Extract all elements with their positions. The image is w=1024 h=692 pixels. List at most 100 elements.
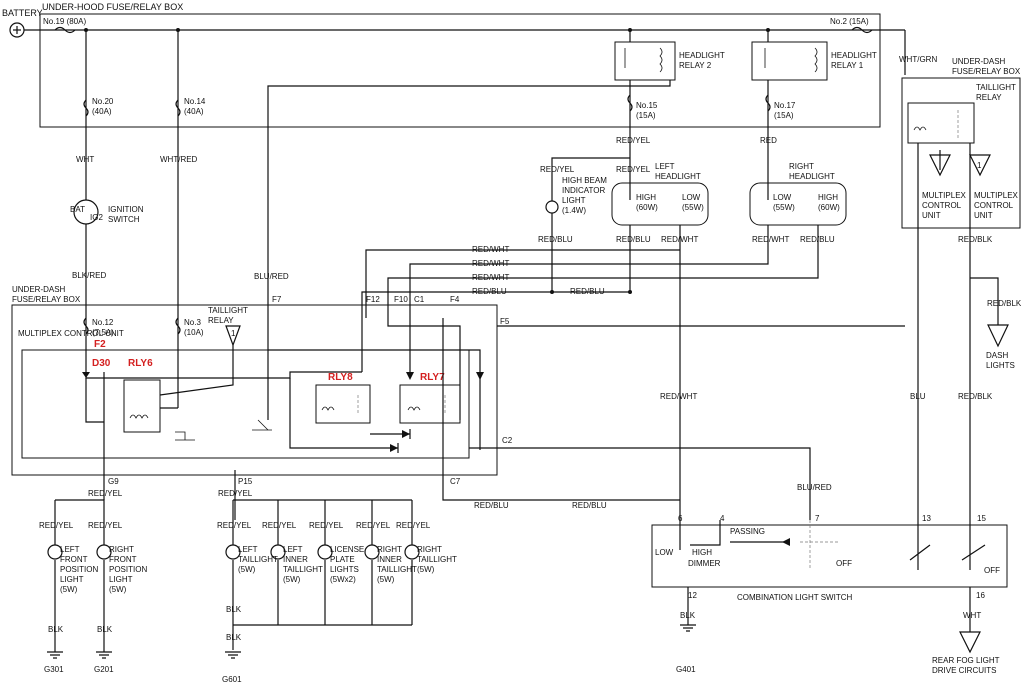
wire-wht-grn: WHT/GRN [899, 55, 937, 64]
fuse-3-l1: No.3 [184, 318, 201, 327]
ignition-label-1: IGNITION [108, 205, 144, 214]
tl-relay-ref: 1 [231, 329, 236, 338]
hl-relay2-l2: RELAY 2 [679, 61, 712, 70]
ud-left-title-1: UNDER-DASH [12, 285, 66, 294]
right-hl-low-2: (55W) [773, 203, 795, 212]
tl-relay-r-l1: TAILLIGHT [976, 83, 1016, 92]
wire-red-yel-light: RED/YEL [88, 521, 123, 530]
hbi-l1: HIGH BEAM [562, 176, 607, 185]
term-f7: F7 [272, 295, 282, 304]
wire-blu-red-f7: BLU/RED [254, 272, 289, 281]
wire-red-blu-c7b: RED/BLU [572, 501, 607, 510]
light-label-line: (5W) [377, 575, 395, 584]
underhood-box [39, 13, 881, 128]
fuse-20-l2: (40A) [92, 107, 112, 116]
hbi-l3: LIGHT [562, 196, 586, 205]
battery-label: BATTERY [2, 8, 43, 18]
ground-g601: G601 [222, 675, 242, 684]
light-label-line: POSITION [109, 565, 147, 574]
wire-red-wht-h1: RED/WHT [472, 245, 509, 254]
fuse-14-l1: No.14 [184, 97, 206, 106]
ignition-label-2: SWITCH [108, 215, 140, 224]
light-label-line: RIGHT [109, 545, 134, 554]
bulb-icon [96, 544, 112, 560]
pin-12: 12 [688, 591, 697, 600]
hl-relay1-l1: HEADLIGHT [831, 51, 877, 60]
ground-g301: G301 [44, 665, 64, 674]
light-label-line: POSITION [60, 565, 98, 574]
label-rly7: RLY7 [420, 372, 445, 383]
combo-passing: PASSING [730, 527, 765, 536]
wire-red-blk-1: RED/BLK [958, 235, 993, 244]
fuse-12-l1: No.12 [92, 318, 114, 327]
left-hl-title-1: LEFT [655, 162, 675, 171]
rear-fog-1: REAR FOG LIGHT [932, 656, 1000, 665]
pin-16: 16 [976, 591, 985, 600]
term-c1: C1 [414, 295, 425, 304]
combo-high: HIGH [692, 548, 712, 557]
ignition-switch: BAT IG2 IGNITION SWITCH [70, 199, 144, 225]
light-label-line: (5W) [417, 565, 435, 574]
wire-red-yel-light: RED/YEL [356, 521, 391, 530]
wire-red-wht-v: RED/WHT [660, 392, 697, 401]
wire-blk-g401: BLK [680, 611, 696, 620]
bulb-icon [270, 544, 286, 560]
light-label-line: LIGHT [109, 575, 133, 584]
light-label-line: LIGHTS [330, 565, 359, 574]
wire-red-yel-light: RED/YEL [262, 521, 297, 530]
bulb-icon [364, 544, 380, 560]
light-label-line: INNER [377, 555, 402, 564]
fuse-3-l2: (10A) [184, 328, 204, 337]
wire-red-blu-1: RED/BLU [538, 235, 573, 244]
headlight-relay-2 [614, 41, 676, 81]
tl-relay-l2: RELAY [208, 316, 234, 325]
left-headlight: LEFT HEADLIGHT HIGH (60W) LOW (55W) [611, 162, 709, 226]
ud-right-title-1: UNDER-DASH [952, 57, 1006, 66]
light-label-line: LEFT [283, 545, 303, 554]
tl-relay-r-l2: RELAY [976, 93, 1002, 102]
wire-red-blk-3: RED/BLK [987, 299, 1022, 308]
wire-wht-1: WHT [76, 155, 94, 164]
right-hl-low-1: LOW [773, 193, 792, 202]
wire-red-blk-2: RED/BLK [958, 392, 993, 401]
wire-red-yel-p15: RED/YEL [218, 489, 253, 498]
pin-7: 7 [815, 514, 820, 523]
fuse-14-l2: (40A) [184, 107, 204, 116]
ud-left-title-2: FUSE/RELAY BOX [12, 295, 81, 304]
ignition-ig2: IG2 [90, 213, 103, 222]
terminal-labels: F7 F12 F10 C1 F4 F5 C2 G9 P15 C7 F2 [94, 295, 513, 486]
pin-4: 4 [720, 514, 725, 523]
light-label-line: (5W) [109, 585, 127, 594]
left-hl-low-2: (55W) [682, 203, 704, 212]
term-f2: F2 [94, 339, 106, 350]
combo-off-1: OFF [836, 559, 852, 568]
ud-right-title-2: FUSE/RELAY BOX [952, 67, 1021, 76]
combo-low: LOW [655, 548, 674, 557]
fuse-2-symbol [851, 26, 873, 34]
combination-light-switch [651, 524, 1008, 588]
mux-r-1: MULTIPLEX [974, 191, 1019, 200]
left-hl-title-2: HEADLIGHT [655, 172, 701, 181]
mux-r-3: UNIT [974, 211, 993, 220]
right-hl-title-1: RIGHT [789, 162, 814, 171]
wire-blk-1: BLK [48, 625, 64, 634]
light-label-line: TAILLIGHT [238, 555, 278, 564]
wire-red-yel-light: RED/YEL [309, 521, 344, 530]
right-hl-title-2: HEADLIGHT [789, 172, 835, 181]
bulb-icon [47, 544, 63, 560]
wire-red-wht-2: RED/WHT [752, 235, 789, 244]
left-hl-high-2: (60W) [636, 203, 658, 212]
mux-l-3: UNIT [922, 211, 941, 220]
label-rly6: RLY6 [128, 358, 153, 369]
wire-red-yel-2: RED/YEL [616, 165, 651, 174]
wire-red-yel-g9: RED/YEL [88, 489, 123, 498]
wire-wht-red: WHT/RED [160, 155, 198, 164]
wire-blk-red: BLK/RED [72, 271, 106, 280]
light-label-line: (5W) [238, 565, 256, 574]
underhood-box-title: UNDER-HOOD FUSE/RELAY BOX [42, 2, 183, 12]
rear-fog-2: DRIVE CIRCUITS [932, 666, 996, 675]
